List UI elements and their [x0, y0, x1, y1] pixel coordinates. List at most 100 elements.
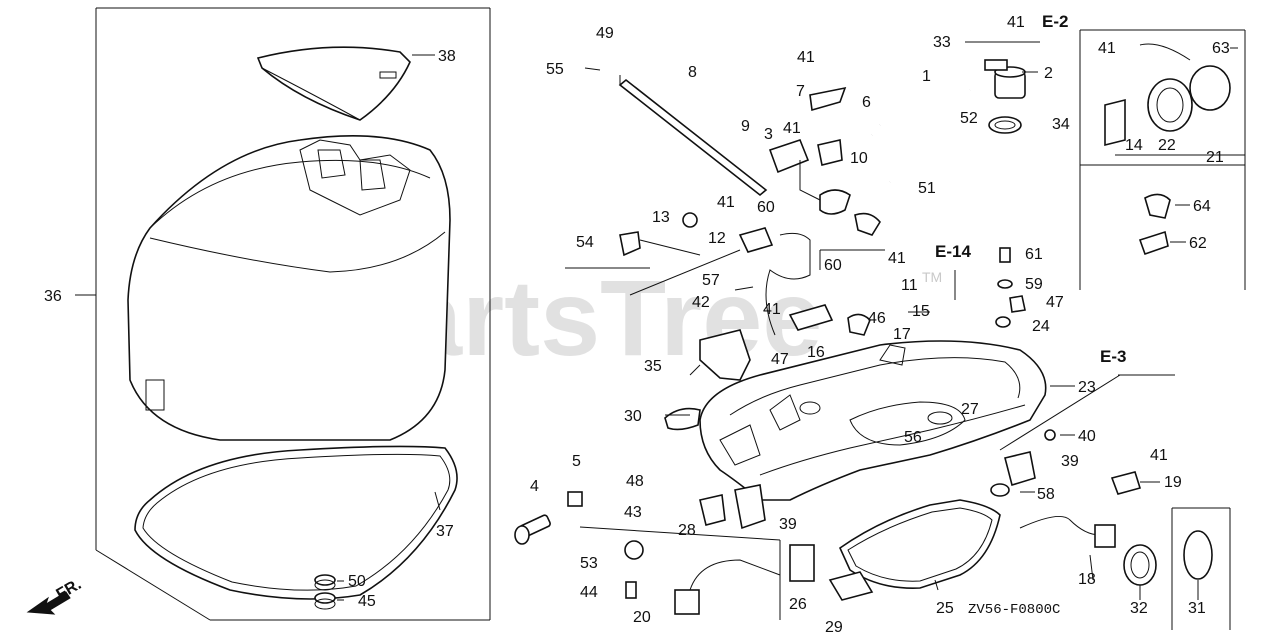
- callout-38[interactable]: 38: [438, 48, 456, 65]
- part-40-bolt[interactable]: [1044, 429, 1056, 441]
- callout-2[interactable]: 2: [1044, 65, 1053, 82]
- section-ref-e2[interactable]: E-2: [1042, 12, 1068, 31]
- callout-61[interactable]: 61: [1025, 246, 1043, 263]
- part-62-clip[interactable]: [1138, 230, 1169, 256]
- callout-48[interactable]: 48: [626, 473, 644, 490]
- part-37-cover-seal[interactable]: [134, 445, 458, 600]
- callout-37[interactable]: 37: [436, 523, 454, 540]
- callout-24[interactable]: 24: [1032, 318, 1050, 335]
- callout-41-d[interactable]: 41: [1098, 40, 1116, 57]
- callout-23[interactable]: 23: [1078, 379, 1096, 396]
- part-14-stay[interactable]: [1104, 98, 1126, 147]
- callout-4[interactable]: 4: [530, 478, 539, 495]
- callout-11[interactable]: 11: [901, 277, 918, 294]
- part-25-gasket[interactable]: [838, 499, 1001, 589]
- part-59-washer[interactable]: [997, 279, 1013, 289]
- callout-10[interactable]: 10: [850, 150, 868, 167]
- callout-19[interactable]: 19: [1164, 474, 1182, 491]
- callout-27[interactable]: 27: [961, 401, 979, 418]
- callout-14[interactable]: 14: [1125, 137, 1143, 154]
- part-51-fuel-hose[interactable]: [859, 133, 903, 184]
- part-31-plug[interactable]: [1183, 530, 1213, 580]
- callout-41-a[interactable]: 41: [783, 120, 801, 137]
- callout-12[interactable]: 12: [708, 230, 726, 247]
- callout-50[interactable]: 50: [348, 573, 366, 590]
- part-23-lower-cover[interactable]: [699, 340, 1047, 501]
- part-32-grommet[interactable]: [1123, 544, 1157, 586]
- part-36-engine-cover[interactable]: [127, 134, 451, 441]
- part-53-clamp[interactable]: [624, 540, 644, 560]
- callout-41-g[interactable]: 41: [763, 301, 781, 318]
- part-30-grommet[interactable]: [664, 407, 701, 431]
- callout-39-b[interactable]: 39: [779, 516, 797, 533]
- callout-25[interactable]: 25: [936, 600, 954, 617]
- part-50-grommet[interactable]: [314, 574, 336, 591]
- callout-47-b[interactable]: 47: [1046, 294, 1064, 311]
- callout-42[interactable]: 42: [692, 294, 710, 311]
- part-5-bolt[interactable]: [567, 491, 583, 507]
- callout-9[interactable]: 9: [741, 118, 750, 135]
- section-ref-e3[interactable]: E-3: [1100, 347, 1126, 366]
- part-26-cover[interactable]: [789, 544, 815, 582]
- part-44-screw[interactable]: [625, 581, 637, 599]
- callout-58[interactable]: 58: [1037, 486, 1055, 503]
- part-47-nut[interactable]: [1009, 295, 1026, 313]
- callout-6[interactable]: 6: [862, 94, 871, 111]
- callout-15[interactable]: 15: [912, 303, 930, 320]
- callout-43[interactable]: 43: [624, 504, 642, 521]
- callout-28[interactable]: 28: [678, 522, 696, 539]
- part-4-knob[interactable]: [514, 514, 551, 545]
- callout-57[interactable]: 57: [702, 272, 720, 289]
- callout-39-a[interactable]: 39: [1061, 453, 1079, 470]
- section-ref-e14[interactable]: E-14: [935, 242, 971, 261]
- callout-51[interactable]: 51: [918, 180, 936, 197]
- callout-7[interactable]: 7: [796, 83, 805, 100]
- callout-45[interactable]: 45: [358, 593, 376, 610]
- callout-49[interactable]: 49: [596, 25, 614, 42]
- part-45-grommet[interactable]: [314, 592, 336, 610]
- callout-26[interactable]: 26: [789, 596, 807, 613]
- part-39-bracket[interactable]: [734, 484, 766, 530]
- callout-22[interactable]: 22: [1158, 137, 1176, 154]
- callout-13[interactable]: 13: [652, 209, 670, 226]
- bracket-assembly[interactable]: [768, 86, 881, 236]
- callout-60-a[interactable]: 60: [757, 199, 775, 216]
- callout-30[interactable]: 30: [624, 408, 642, 425]
- callout-53[interactable]: 53: [580, 555, 598, 572]
- part-18-harness[interactable]: [1019, 515, 1116, 548]
- callout-56[interactable]: 56: [904, 429, 922, 446]
- callout-63[interactable]: 63: [1212, 40, 1230, 57]
- callout-54[interactable]: 54: [576, 234, 594, 251]
- callout-33[interactable]: 33: [933, 34, 951, 51]
- callout-5[interactable]: 5: [572, 453, 581, 470]
- part-52-o-ring[interactable]: [988, 116, 1022, 134]
- callout-31[interactable]: 31: [1188, 600, 1206, 617]
- callout-36[interactable]: 36: [44, 288, 62, 305]
- callout-41-f[interactable]: 41: [888, 250, 906, 267]
- callout-44[interactable]: 44: [580, 584, 598, 601]
- callout-47-a[interactable]: 47: [771, 351, 789, 368]
- part-16-harness[interactable]: [765, 232, 871, 336]
- callout-41-e[interactable]: 41: [717, 194, 735, 211]
- part-21-noise-filter[interactable]: [1139, 43, 1231, 111]
- part-1-fuel-hose[interactable]: [878, 88, 971, 127]
- part-64-clip[interactable]: [1144, 193, 1171, 219]
- part-20-switch[interactable]: [674, 559, 781, 615]
- callout-62[interactable]: 62: [1189, 235, 1207, 252]
- part-35-bracket[interactable]: [699, 329, 751, 381]
- callout-40[interactable]: 40: [1078, 428, 1096, 445]
- part-24-grommet[interactable]: [995, 316, 1011, 328]
- callout-1[interactable]: 1: [922, 68, 931, 85]
- callout-55[interactable]: 55: [546, 61, 564, 78]
- callout-32[interactable]: 32: [1130, 600, 1148, 617]
- callout-41-c[interactable]: 41: [1007, 14, 1025, 31]
- callout-8[interactable]: 8: [688, 64, 697, 81]
- callout-18[interactable]: 18: [1078, 571, 1096, 588]
- part-54-clip[interactable]: [619, 231, 641, 257]
- part-28-grommet[interactable]: [699, 494, 726, 526]
- part-39-switch[interactable]: [1004, 451, 1036, 487]
- callout-16[interactable]: 16: [807, 344, 825, 361]
- callout-59[interactable]: 59: [1025, 276, 1043, 293]
- callout-29[interactable]: 29: [825, 619, 843, 636]
- part-22-clamp[interactable]: [1147, 78, 1193, 132]
